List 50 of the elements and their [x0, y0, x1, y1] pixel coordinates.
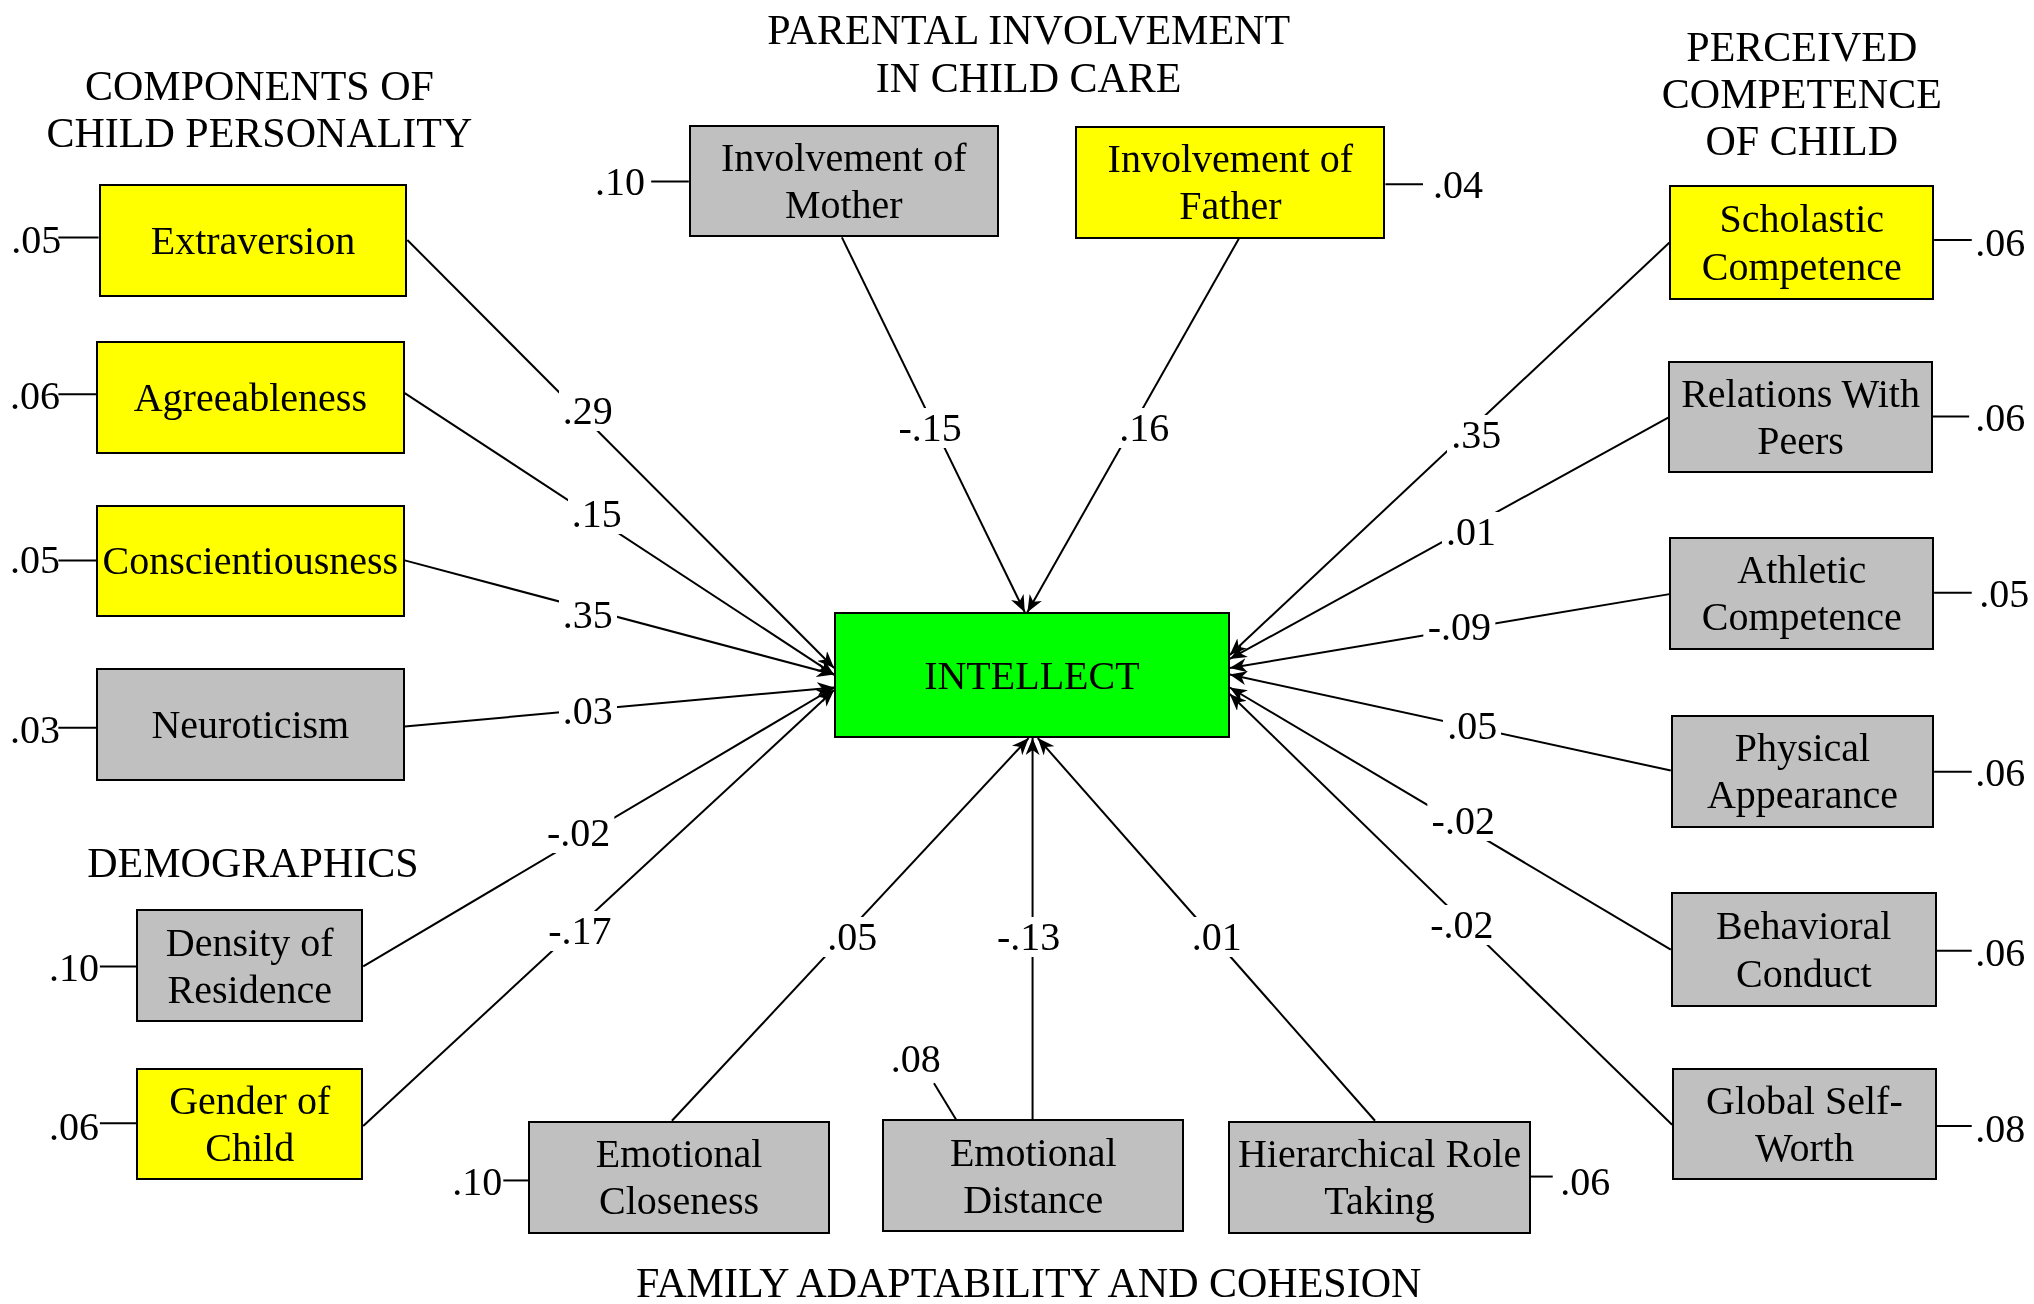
predictor-box: Involvement of Father	[1075, 125, 1386, 239]
arrow	[1036, 737, 1377, 1122]
error-variance: .04	[1433, 165, 1484, 206]
arrow	[362, 689, 836, 1127]
predictor-box: Emotional Closeness	[527, 1120, 831, 1234]
error-variance: .06	[48, 1107, 99, 1148]
predictor-box: Emotional Distance	[882, 1119, 1185, 1233]
arrow	[1025, 737, 1040, 1121]
error-variance: .06	[1975, 753, 2026, 794]
error-variance: .06	[1975, 222, 2026, 263]
error-variance: .10	[452, 1161, 503, 1202]
error-variance: .08	[1975, 1108, 2026, 1149]
error-variance: .06	[1975, 397, 2026, 438]
predictor-box: Athletic Competence	[1669, 537, 1935, 650]
group-heading: DEMOGRAPHICS	[86, 840, 420, 888]
arrow	[1026, 237, 1240, 614]
error-variance: .08	[890, 1038, 941, 1079]
arrow	[406, 239, 836, 670]
predictor-box: Behavioral Conduct	[1670, 892, 1937, 1007]
error-variance: .10	[595, 161, 646, 202]
predictor-box: Scholastic Competence	[1669, 185, 1935, 300]
error-variance: .05	[1979, 574, 2030, 615]
predictor-box: Physical Appearance	[1670, 714, 1935, 828]
arrow	[840, 236, 1026, 614]
error-variance: .06	[1560, 1161, 1611, 1202]
predictor-box: Global Self-Worth	[1672, 1067, 1937, 1181]
error-variance: .05	[10, 540, 60, 581]
predictor-box: Relations With Peers	[1668, 360, 1933, 474]
error-variance: .06	[10, 375, 60, 416]
arrow	[1228, 241, 1671, 657]
group-heading: PERCEIVED COMPETENCE OF CHILD	[1660, 24, 1943, 166]
arrow	[670, 737, 1030, 1122]
error-variance: .03	[10, 710, 60, 751]
group-heading: FAMILY ADAPTABILITY AND COHESION	[635, 1260, 1423, 1304]
predictor-box: Density of Residence	[136, 909, 364, 1023]
error-variance: .10	[48, 947, 99, 988]
predictor-box: Hierarchical Role Taking	[1228, 1120, 1531, 1234]
error-variance: .06	[1975, 933, 2026, 974]
predictor-box: Neuroticism	[96, 668, 405, 781]
arrow	[1228, 693, 1674, 1126]
predictor-box: Conscientiousness	[96, 504, 405, 618]
predictor-box: Extraversion	[98, 184, 408, 298]
outcome-box: INTELLECT	[834, 612, 1230, 739]
error-variance: .05	[11, 219, 62, 260]
predictor-box: Agreeableness	[96, 341, 405, 454]
group-heading: COMPONENTS OF CHILD PERSONALITY	[45, 63, 474, 158]
group-heading: PARENTAL INVOLVEMENT IN CHILD CARE	[766, 7, 1292, 102]
arrow	[403, 392, 836, 676]
predictor-box: Gender of Child	[136, 1067, 364, 1181]
predictor-box: Involvement of Mother	[688, 124, 999, 238]
